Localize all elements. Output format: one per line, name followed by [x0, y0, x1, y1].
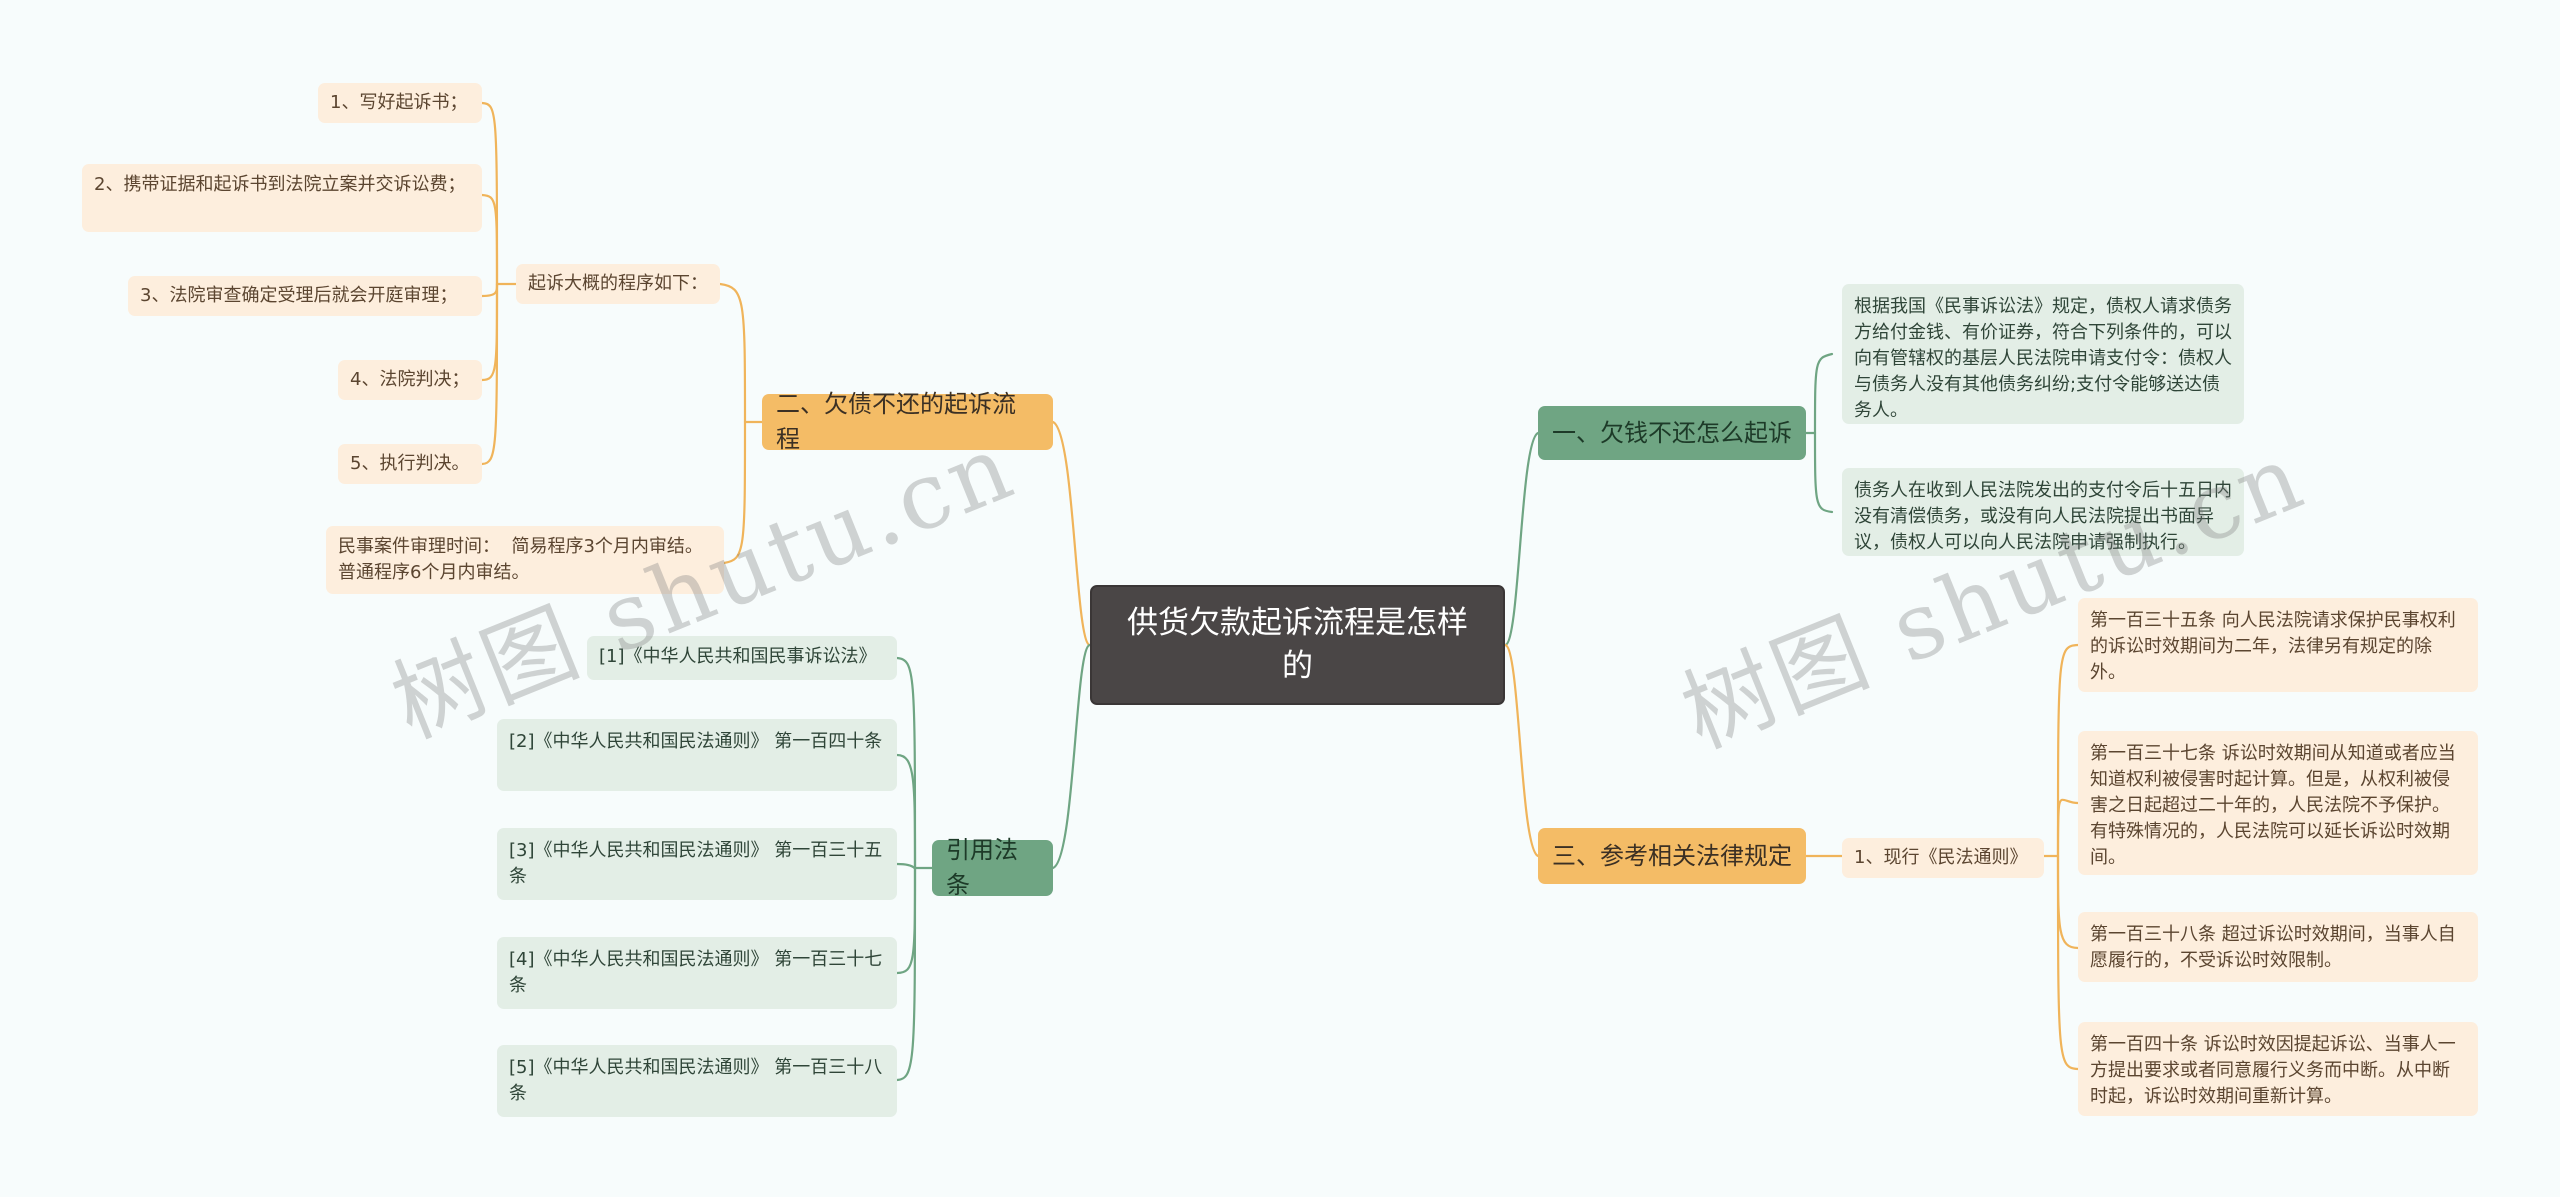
ref-2[interactable]: [2]《中华人民共和国民法通则》 第一百四十条	[497, 719, 897, 791]
article-137[interactable]: 第一百三十七条 诉讼时效期间从知道或者应当知道权利被侵害时起计算。但是，从权利被…	[2078, 731, 2478, 875]
article-135[interactable]: 第一百三十五条 向人民法院请求保护民事权利的诉讼时效期间为二年，法律另有规定的除…	[2078, 598, 2478, 692]
branch-lawsuit-process[interactable]: 二、欠债不还的起诉流程	[762, 390, 1053, 453]
procedure-heading[interactable]: 起诉大概的程序如下：	[516, 264, 720, 304]
civil-law-current[interactable]: 1、现行《民法通则》	[1842, 838, 2044, 878]
branch-cited-laws[interactable]: 引用法条	[932, 836, 1053, 899]
ref-1[interactable]: [1]《中华人民共和国民事诉讼法》	[587, 636, 897, 680]
root-topic[interactable]: 供货欠款起诉流程是怎样的	[1090, 585, 1505, 705]
branch-legal-references[interactable]: 三、参考相关法律规定	[1538, 828, 1806, 884]
branch-how-to-sue[interactable]: 一、欠钱不还怎么起诉	[1538, 406, 1806, 460]
step-3[interactable]: 3、法院审查确定受理后就会开庭审理；	[128, 276, 482, 316]
branch1-item-2[interactable]: 债务人在收到人民法院发出的支付令后十五日内没有清偿债务，或没有向人民法院提出书面…	[1842, 468, 2244, 556]
step-5[interactable]: 5、执行判决。	[338, 444, 482, 484]
ref-4[interactable]: [4]《中华人民共和国民法通则》 第一百三十七条	[497, 937, 897, 1009]
article-138[interactable]: 第一百三十八条 超过诉讼时效期间，当事人自愿履行的，不受诉讼时效限制。	[2078, 912, 2478, 982]
trial-duration-note[interactable]: 民事案件审理时间： 简易程序3个月内审结。普通程序6个月内审结。	[326, 526, 724, 594]
step-1[interactable]: 1、写好起诉书；	[318, 83, 482, 123]
branch1-item-1[interactable]: 根据我国《民事诉讼法》规定，债权人请求债务方给付金钱、有价证券，符合下列条件的，…	[1842, 284, 2244, 424]
step-2[interactable]: 2、携带证据和起诉书到法院立案并交诉讼费；	[82, 164, 482, 232]
ref-3[interactable]: [3]《中华人民共和国民法通则》 第一百三十五条	[497, 828, 897, 900]
step-4[interactable]: 4、法院判决；	[338, 360, 482, 400]
article-140[interactable]: 第一百四十条 诉讼时效因提起诉讼、当事人一方提出要求或者同意履行义务而中断。从中…	[2078, 1022, 2478, 1116]
ref-5[interactable]: [5]《中华人民共和国民法通则》 第一百三十八条	[497, 1045, 897, 1117]
